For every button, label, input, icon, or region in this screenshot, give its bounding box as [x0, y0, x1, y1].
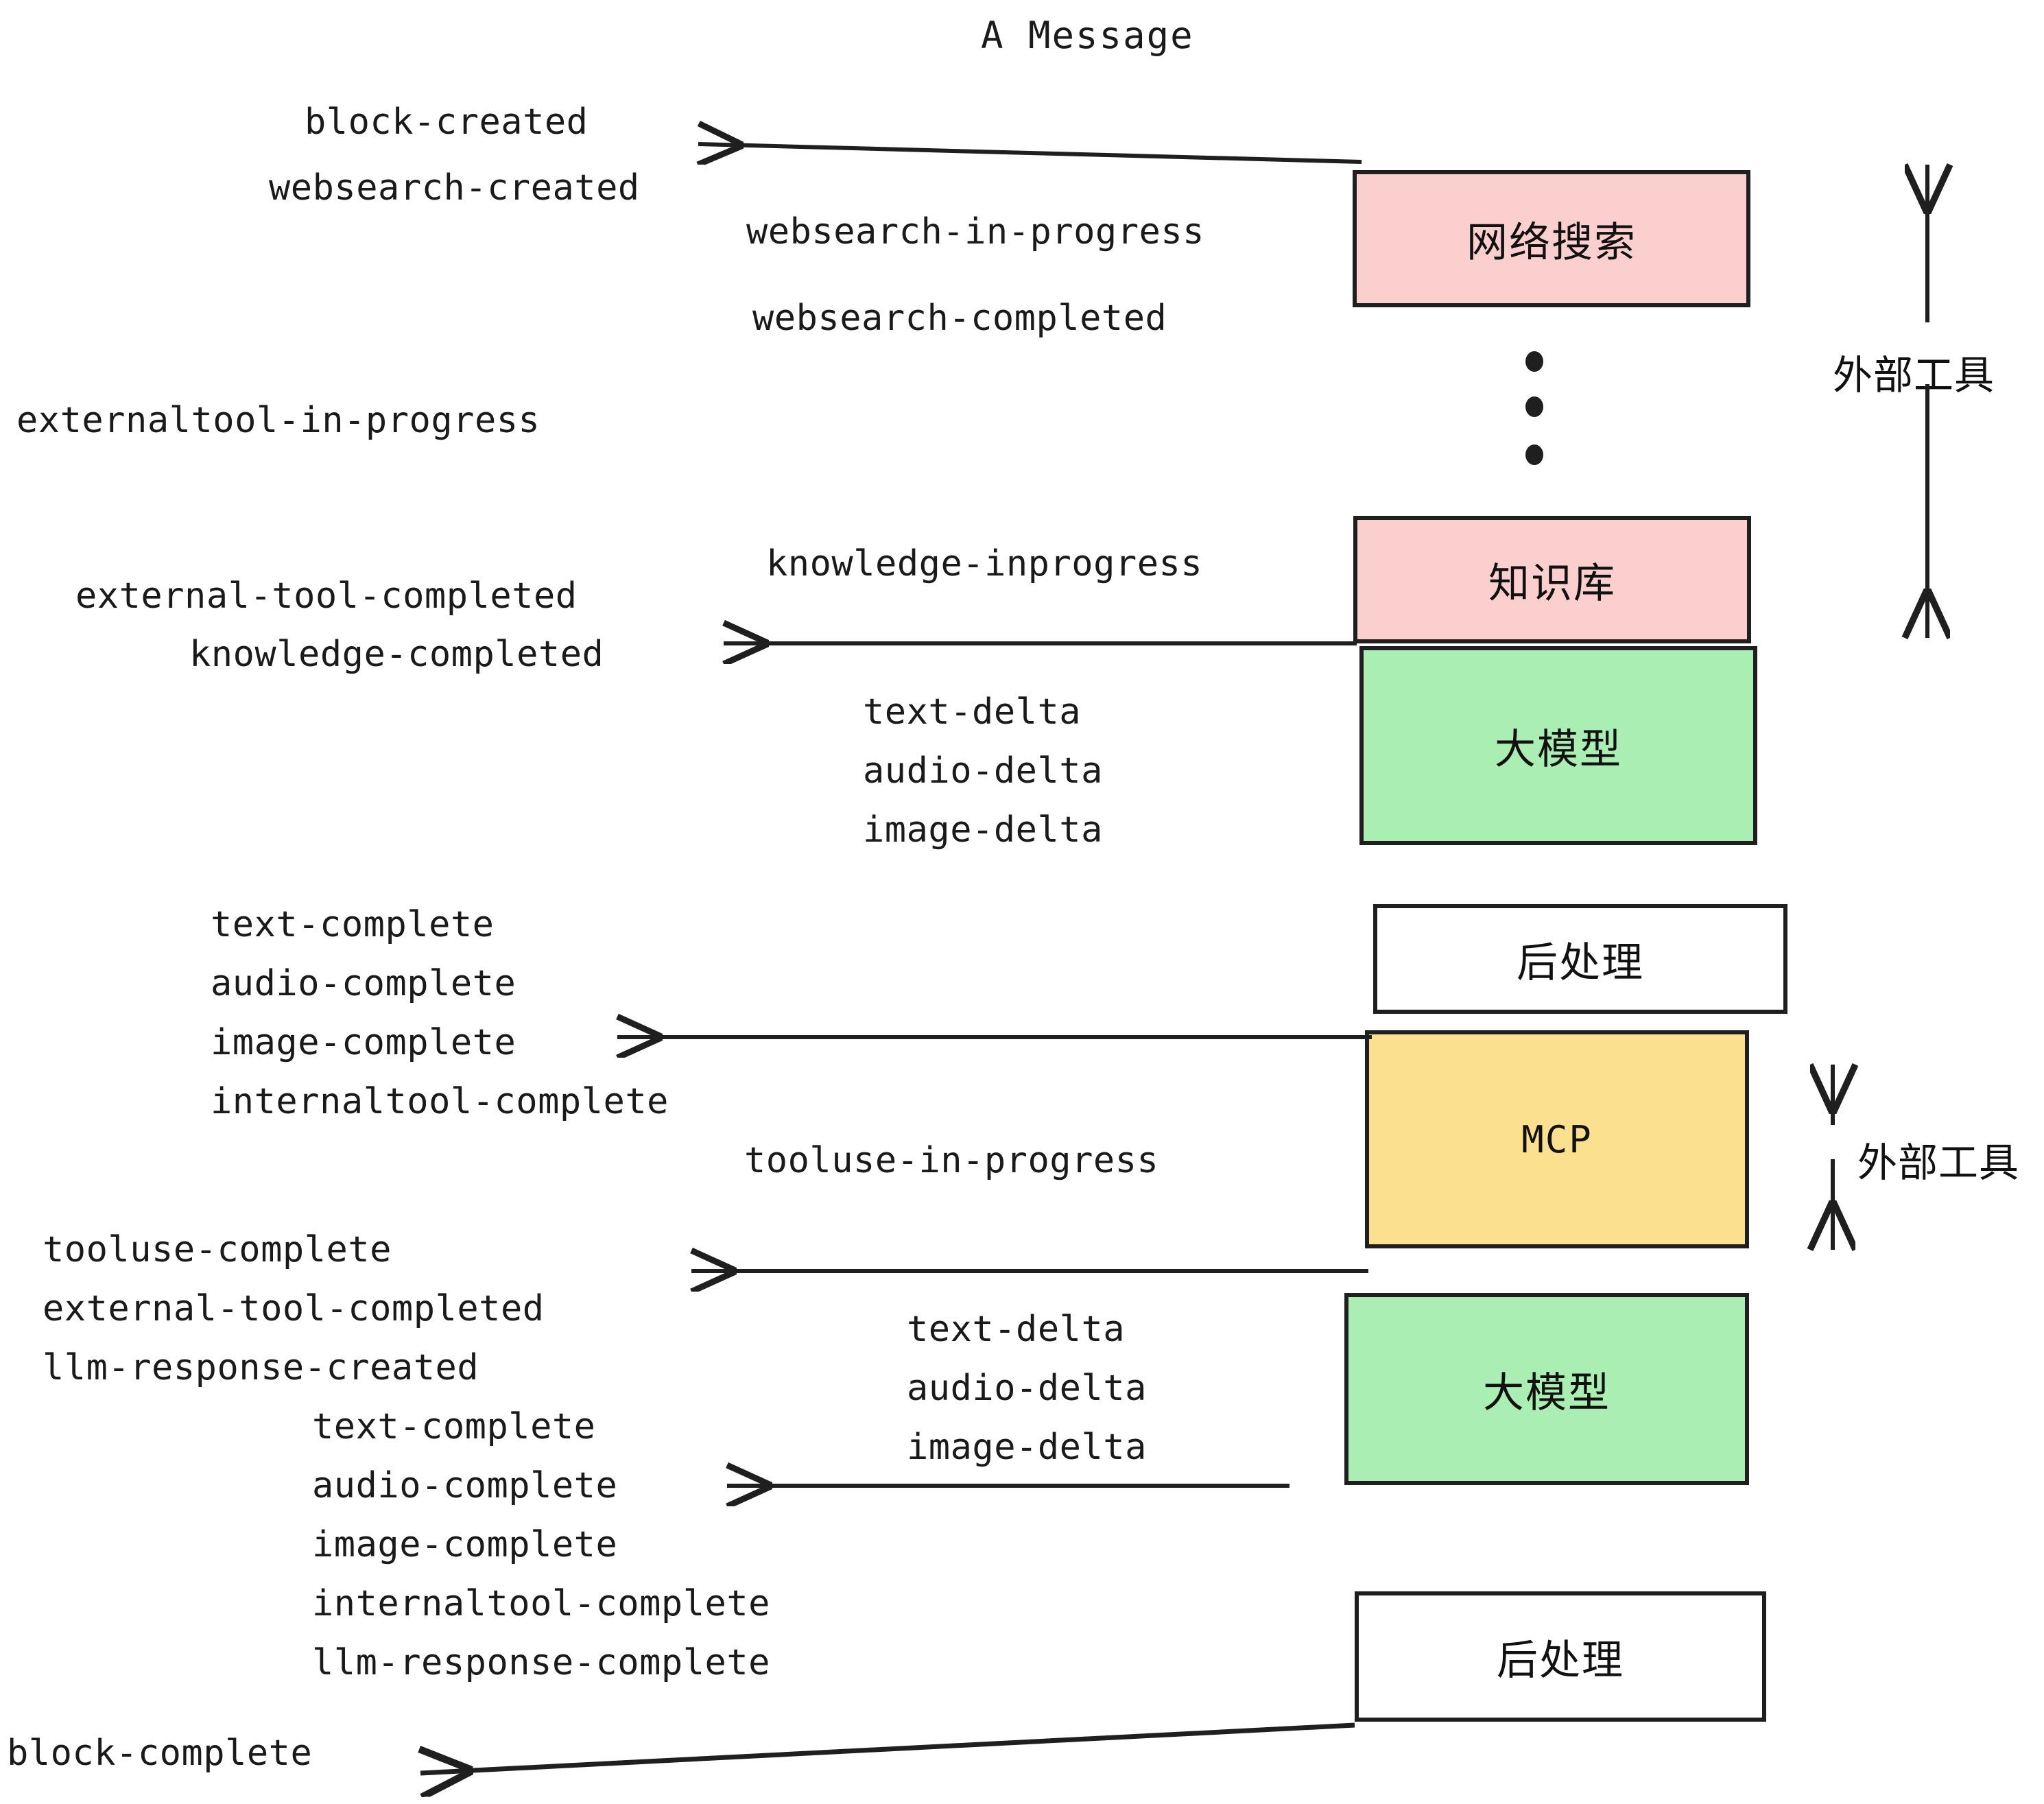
side-note-external-tools-top: 外部工具 — [1833, 352, 1995, 399]
event-label-image-delta-2: image-delta — [907, 1427, 1147, 1468]
event-label-internaltool-complete-2: internaltool-complete — [312, 1583, 770, 1624]
event-label-websearch-in-progress: websearch-in-progress — [746, 211, 1204, 252]
node-box-postprocess-bottom: 后处理 — [1355, 1591, 1766, 1722]
node-box-postprocess-top: 后处理 — [1373, 904, 1787, 1014]
node-box-llm-top: 大模型 — [1359, 646, 1757, 845]
event-label-llm-response-complete: llm-response-complete — [312, 1642, 770, 1683]
node-box-mcp: MCP — [1365, 1030, 1749, 1248]
event-label-image-complete-1: image-complete — [211, 1022, 516, 1063]
ellipsis-dot-2 — [1525, 396, 1543, 417]
event-label-internaltool-complete-1: internaltool-complete — [211, 1081, 669, 1122]
event-label-knowledge-inprogress: knowledge-inprogress — [766, 543, 1203, 584]
event-label-text-complete-2: text-complete — [312, 1406, 596, 1447]
ellipsis-dot-1 — [1525, 351, 1543, 372]
event-label-block-complete: block-complete — [7, 1733, 313, 1774]
event-label-text-delta-1: text-delta — [863, 691, 1082, 733]
event-label-audio-delta-2: audio-delta — [907, 1368, 1147, 1409]
event-label-externaltool-in-progress: externaltool-in-progress — [16, 400, 540, 441]
event-label-websearch-created: websearch-created — [269, 167, 640, 209]
event-label-block-created: block-created — [305, 102, 589, 143]
arrow-block-created — [698, 144, 1362, 162]
event-label-text-complete-1: text-complete — [211, 904, 495, 945]
page-title: A Message — [981, 14, 1194, 57]
event-label-websearch-completed: websearch-completed — [752, 298, 1167, 339]
event-label-external-tool-completed-2: external-tool-completed — [43, 1288, 545, 1329]
event-label-image-delta-1: image-delta — [863, 809, 1103, 851]
event-label-audio-delta-1: audio-delta — [863, 750, 1103, 792]
event-label-llm-response-created: llm-response-created — [43, 1347, 479, 1388]
node-box-knowledge: 知识库 — [1353, 516, 1751, 643]
event-label-external-tool-completed-1: external-tool-completed — [75, 575, 578, 617]
event-label-knowledge-completed: knowledge-completed — [189, 634, 604, 675]
node-box-llm-bottom: 大模型 — [1344, 1293, 1749, 1485]
ellipsis-dot-3 — [1525, 444, 1543, 465]
event-label-text-delta-2: text-delta — [907, 1309, 1126, 1350]
event-label-audio-complete-2: audio-complete — [312, 1465, 618, 1506]
event-label-image-complete-2: image-complete — [312, 1524, 618, 1565]
event-label-audio-complete-1: audio-complete — [211, 963, 516, 1004]
side-note-external-tools-bottom: 外部工具 — [1857, 1139, 2020, 1186]
arrow-block-complete — [420, 1722, 1355, 1773]
event-label-tooluse-complete: tooluse-complete — [43, 1229, 392, 1270]
event-label-tooluse-in-progress: tooluse-in-progress — [744, 1140, 1159, 1181]
node-box-websearch: 网络搜索 — [1353, 170, 1750, 307]
